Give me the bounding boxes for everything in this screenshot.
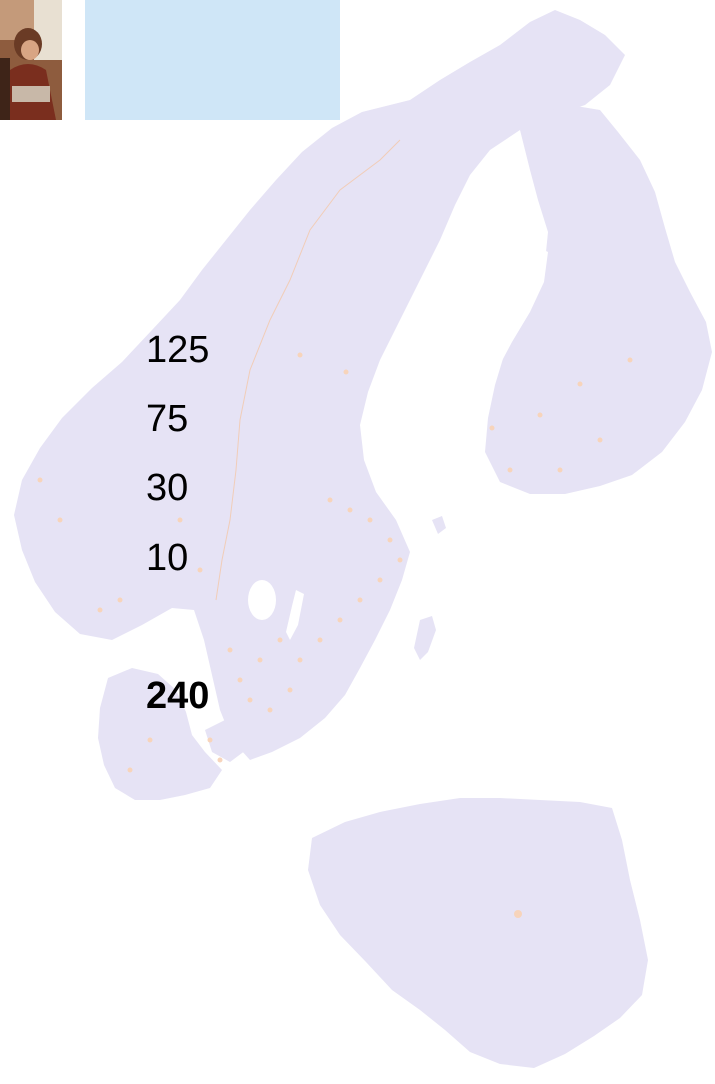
legend-value-4: 10 xyxy=(146,537,189,579)
map-city-dots xyxy=(37,352,633,918)
blue-panel xyxy=(85,0,340,120)
map-land-finland xyxy=(485,105,712,494)
legend-total: 240 xyxy=(146,675,210,717)
map-water-bothnia xyxy=(373,242,548,512)
map-land-gotland xyxy=(414,616,436,660)
map-land-aland xyxy=(432,516,446,534)
map-land-norway-sweden xyxy=(14,10,625,760)
map-water-lake-vattern xyxy=(286,590,304,640)
map-land-denmark-isles xyxy=(205,720,246,762)
map-border-norway-sweden xyxy=(215,139,401,601)
legend-value-1: 125 xyxy=(146,329,210,371)
map-water-lake-vanern xyxy=(248,580,276,620)
map-land-poland xyxy=(308,798,648,1068)
map-land-denmark xyxy=(98,668,222,800)
legend-value-2: 75 xyxy=(146,398,189,440)
legend-value-3: 30 xyxy=(146,467,189,509)
person-photo xyxy=(0,0,62,120)
